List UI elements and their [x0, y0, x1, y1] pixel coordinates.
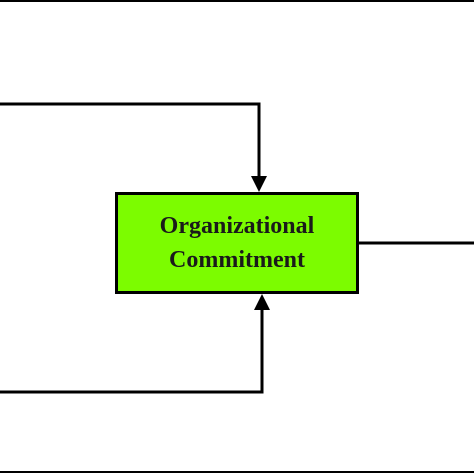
lower-input-arrowhead [254, 294, 270, 310]
node-label-line1: Organizational [159, 213, 315, 239]
upper-input-connector [0, 102, 261, 176]
upper-input-arrowhead [251, 176, 267, 192]
organizational-commitment-node: Organizational Commitment [115, 192, 359, 294]
node-label-line2: Commitment [169, 247, 305, 273]
lower-input-connector [0, 310, 264, 394]
